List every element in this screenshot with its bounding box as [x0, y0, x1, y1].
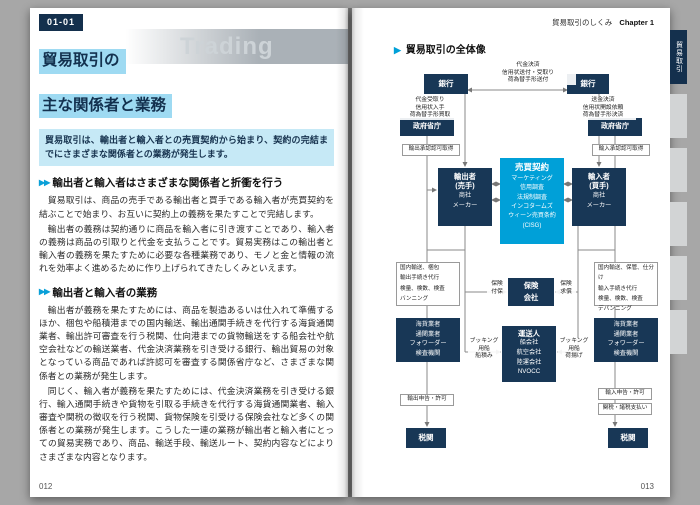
section-heading-2: ▶▶ 輸出者と輸入者の業務 — [39, 285, 334, 300]
side-tab — [670, 148, 687, 192]
exporter-line: 商社 — [458, 191, 472, 199]
import-task: 国内輸送、保管、仕分け — [598, 265, 654, 282]
export-agents-box: 海貨業者 通関業者 フォワーダー 検査機関 — [396, 318, 460, 362]
carrier-box: 運送人 船会社 航空会社 陸運会社 NVOCC — [502, 326, 556, 382]
section-heading-2-label: 輸出者と輸入者の業務 — [52, 286, 158, 299]
import-task: 輸入手続き代行 — [598, 285, 638, 292]
booking-note-left: ブッキング 用船 船積み — [468, 338, 500, 361]
right-page: 貿易取引のしくみ Chapter 1 ▶ 貿易取引の全体像 — [352, 8, 670, 497]
bank-left-box: 銀行 — [424, 74, 468, 94]
import-tasks-box: 国内輸送、保管、仕分け 輸入手続き代行 検量、検数、検査 デバンニング — [594, 262, 658, 312]
running-header: 貿易取引のしくみ Chapter 1 — [552, 17, 654, 28]
carrier-line: 陸運会社 — [516, 358, 542, 366]
chapter-side-tabs: 貿易取引 — [670, 0, 687, 505]
customs-right-box: 税関 — [608, 428, 648, 448]
import-agent: 通関業者 — [613, 330, 639, 338]
export-tasks-box: 国内輸送、梱包 輸出手続き代行 検量、検数、検査 バンニング — [396, 262, 460, 306]
carrier-line: 船会社 — [519, 339, 539, 347]
body-paragraph: 貿易取引は、商品の売手である輸出者と買手である輸入者が売買契約を結ぶことで始まり… — [39, 195, 334, 219]
side-tab — [670, 94, 687, 138]
section-heading-1-label: 輸出者と輸入者はさまざまな関係者と折衝を行う — [52, 177, 284, 190]
page-title: 貿易取引の 主な関係者と業務 — [39, 32, 334, 122]
import-declaration-box: 輸入申告・許可 — [598, 388, 652, 400]
buyer-bank-notes: 送金決済 信用状開設依頼 荷為替手形決済 — [570, 97, 636, 120]
export-approval-box: 輸出承認認可取得 — [402, 144, 460, 156]
import-task: 検量、検数、検査 — [598, 296, 643, 303]
contract-line: ウィーン売買条約 — [508, 213, 556, 220]
importer-line: 商社 — [592, 191, 606, 199]
exporter-subtitle: (売手) — [455, 181, 475, 191]
import-agent: 検査機関 — [613, 349, 639, 357]
carrier-line: 航空会社 — [516, 349, 542, 357]
triangle-marker-icon: ▶ — [394, 45, 401, 55]
import-agent: 海貨業者 — [613, 321, 639, 328]
side-tab — [670, 202, 687, 246]
export-agent: フォワーダー — [409, 340, 447, 348]
importer-subtitle: (買手) — [589, 181, 609, 191]
bank-flow-notes: 代金決済 信用状送付・受取り 荷為替手形送付 — [480, 62, 576, 85]
bank-right-box: 銀行 — [567, 74, 609, 94]
diagram-title-label: 貿易取引の全体像 — [405, 45, 486, 56]
carrier-line: NVOCC — [517, 368, 541, 376]
exporter-title: 輸出者 — [454, 172, 476, 181]
chapter-label: Chapter 1 — [619, 18, 654, 27]
seller-bank-notes: 代金受取り 信用状入手 荷為替手形買取 — [400, 97, 460, 120]
double-chevron-icon: ▶▶ — [39, 177, 50, 187]
body-paragraph: 同じく、輸入者が義務を果たすためには、代金決済業務を引き受ける銀行、輸入通関手続… — [39, 385, 334, 462]
export-task: 国内輸送、梱包 — [400, 265, 440, 271]
contract-line: マーケティング — [511, 176, 553, 183]
export-task: 輸出手続き代行 — [400, 275, 440, 282]
page-number-right: 013 — [640, 482, 654, 491]
contract-line: インコタームズ — [511, 203, 553, 210]
import-approval-box: 輸入承認認可取得 — [592, 144, 650, 156]
insurance-claim-note: 保険 求償 — [556, 281, 576, 297]
insurance-company-box: 保険 会社 — [508, 278, 554, 306]
import-agent: フォワーダー — [607, 340, 645, 348]
importer-box: 輸入者 (買手) 商社 メーカー — [572, 168, 626, 226]
duty-payment-box: 関税・諸税支払い — [598, 403, 652, 415]
section-heading-1: ▶▶ 輸出者と輸入者はさまざまな関係者と折衝を行う — [39, 175, 334, 190]
carrier-title: 運送人 — [518, 329, 540, 338]
side-tab — [670, 256, 687, 300]
left-page-content: 貿易取引の 主な関係者と業務 貿易取引は、輸出者と輸入者との売買契約から始まり、… — [30, 8, 348, 464]
exporter-line: メーカー — [452, 201, 478, 209]
importer-title: 輸入者 — [588, 172, 610, 181]
section-number-badge: 01-01 — [39, 14, 83, 31]
page-title-line-2: 主な関係者と業務 — [39, 93, 173, 119]
contract-line: 信用調査 — [519, 185, 544, 192]
side-tab — [670, 310, 687, 354]
government-right-box: 政府省庁 — [588, 118, 642, 136]
page-title-line-1: 貿易取引の — [39, 49, 126, 74]
left-page: 01-01 Trading 貿易取引の 主な関係者と業務 貿易取引は、輸出者と輸… — [30, 8, 348, 497]
government-left-box: 政府省庁 — [400, 118, 454, 136]
contract-title: 売買契約 — [514, 162, 549, 172]
export-agent: 通関業者 — [415, 330, 441, 338]
insurance-cover-note: 保険 付保 — [487, 281, 507, 297]
contract-line: 法規制調査 — [516, 194, 547, 201]
importer-line: メーカー — [586, 201, 612, 209]
export-declaration-box: 輸出申告・許可 — [400, 394, 454, 406]
lead-paragraph: 貿易取引は、輸出者と輸入者との売買契約から始まり、契約の完結までにさまざまな関係… — [39, 128, 334, 167]
side-tab-active: 貿易取引 — [670, 30, 687, 84]
running-header-title: 貿易取引のしくみ — [552, 18, 613, 27]
body-paragraph: 輸出者の義務は契約通りに商品を輸入者に引き渡すことであり、輸入者の義務は商品の引… — [39, 223, 334, 274]
customs-left-box: 税関 — [406, 428, 446, 448]
export-task: 検量、検数、検査 — [400, 285, 445, 292]
trade-overview-diagram: 銀行 銀行 代金決済 信用状送付・受取り 荷為替手形送付 代金受取り 信用状入手… — [392, 60, 662, 460]
export-task: バンニング — [400, 296, 429, 303]
sales-contract-box: 売買契約 マーケティング 信用調査 法規制調査 インコタームズ ウィーン売買条約… — [500, 158, 564, 244]
import-agents-box: 海貨業者 通関業者 フォワーダー 検査機関 — [594, 318, 658, 362]
body-paragraph: 輸出者が義務を果たすためには、商品を製造あるいは仕入れて準備するほか、梱包や船積… — [39, 304, 334, 381]
double-chevron-icon: ▶▶ — [39, 287, 50, 297]
contract-line: (CISG) — [522, 222, 542, 229]
diagram-title: ▶ 貿易取引の全体像 — [394, 41, 486, 56]
export-agent: 海貨業者 — [415, 321, 441, 328]
page-number-left: 012 — [39, 482, 53, 491]
trading-watermark: Trading — [180, 33, 274, 60]
export-agent: 検査機関 — [415, 349, 441, 357]
import-task: デバンニング — [598, 306, 632, 313]
side-tab-active-label: 貿易取引 — [675, 41, 683, 73]
exporter-box: 輸出者 (売手) 商社 メーカー — [438, 168, 492, 226]
booking-note-right: ブッキング 用船 荷揚げ — [558, 338, 590, 361]
